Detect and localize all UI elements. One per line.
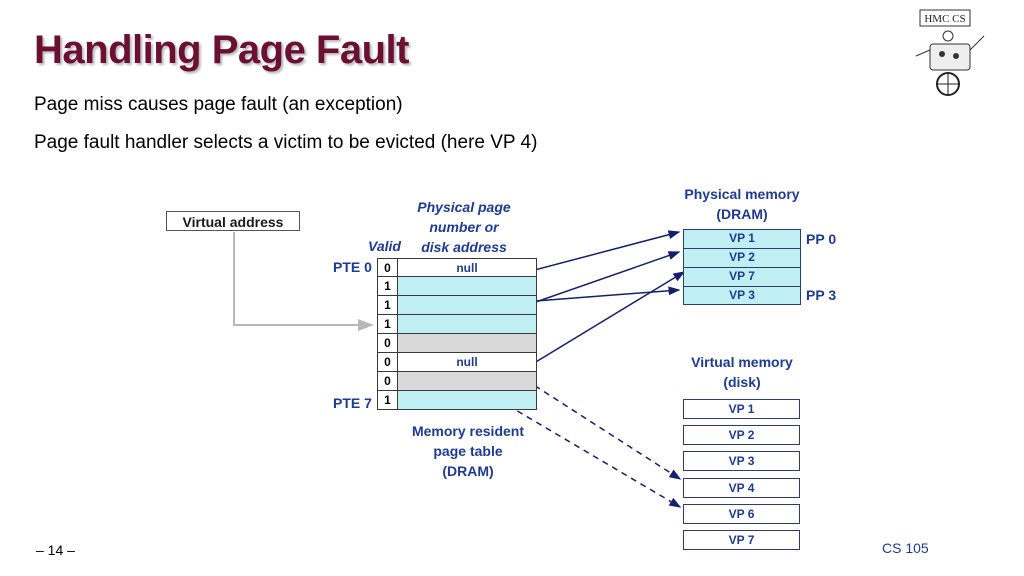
- virtual-memory-title: Virtual memory (disk): [672, 352, 812, 392]
- bullet-1: Page miss causes page fault (an exceptio…: [34, 94, 403, 115]
- pte-addr: [398, 315, 537, 333]
- pp0-label: PP 0: [806, 231, 837, 247]
- pte-row-1: 1: [377, 277, 537, 296]
- pte-valid: 0: [377, 372, 398, 390]
- pte-valid: 1: [377, 391, 398, 409]
- page-title: Handling Page Fault: [34, 28, 409, 72]
- pte-addr: [398, 334, 537, 352]
- pte4-to-disk-vp3-arrow: [469, 343, 682, 480]
- pte-row-2: 1: [377, 296, 537, 315]
- virtual-address-box: Virtual address: [166, 211, 300, 231]
- pte-row-3: 1: [377, 315, 537, 334]
- hmc-cs-logo: HMC CS: [908, 6, 988, 98]
- caption-line: Memory resident: [411, 423, 525, 439]
- pte-row-4: 0: [377, 334, 537, 353]
- pm-page: VP 2: [683, 248, 801, 267]
- pte-addr: null: [398, 353, 537, 371]
- pm-title-line: (DRAM): [716, 206, 768, 222]
- disk-page: VP 4: [683, 478, 800, 498]
- pt-addr-header-line: disk address: [421, 239, 507, 255]
- vm-title-line: Virtual memory: [691, 354, 793, 370]
- disk-page: VP 7: [683, 530, 800, 550]
- page-number: – 14 –: [36, 542, 75, 558]
- page-table-caption: Memory resident page table (DRAM): [398, 421, 538, 481]
- course-label: CS 105: [882, 540, 929, 556]
- pt-addr-header-line: Physical page: [417, 199, 511, 215]
- pm-page: VP 3: [683, 286, 801, 305]
- pte-valid: 0: [377, 259, 398, 276]
- pt-addr-header: Physical page number or disk address: [404, 197, 524, 257]
- pte-valid: 0: [377, 353, 398, 371]
- pte-row-7: 1: [377, 391, 537, 410]
- pte6-to-disk-vp4-arrow: [469, 382, 682, 508]
- pte-valid: 1: [377, 296, 398, 314]
- pte-valid: 1: [377, 315, 398, 333]
- pte-valid: 1: [377, 277, 398, 295]
- pm-page: VP 1: [683, 229, 801, 248]
- pte-valid: 0: [377, 334, 398, 352]
- logo-text: HMC CS: [924, 13, 965, 25]
- pte-addr: [398, 372, 537, 390]
- pte0-label: PTE 0: [333, 259, 372, 275]
- disk-page: VP 1: [683, 399, 800, 419]
- pt-addr-header-line: number or: [429, 219, 499, 235]
- pte-row-6: 0: [377, 372, 537, 391]
- pte-addr: [398, 277, 537, 295]
- pp3-label: PP 3: [806, 287, 837, 303]
- pte-addr: null: [398, 259, 537, 276]
- physical-memory-title: Physical memory (DRAM): [672, 184, 812, 224]
- disk-page: VP 6: [683, 504, 800, 524]
- caption-line: (DRAM): [442, 463, 494, 479]
- pte-addr: [398, 296, 537, 314]
- va-to-pte-arrow: [233, 232, 374, 331]
- pte7-label: PTE 7: [333, 395, 372, 411]
- pte-addr: [398, 391, 537, 409]
- pm-page: VP 7: [683, 267, 801, 286]
- disk-page: VP 3: [683, 451, 800, 471]
- bullet-2: Page fault handler selects a victim to b…: [34, 132, 538, 153]
- disk-page: VP 2: [683, 425, 800, 445]
- pm-title-line: Physical memory: [684, 186, 800, 202]
- physical-memory-block: VP 1 VP 2 VP 7 VP 3: [683, 229, 801, 305]
- caption-line: page table: [433, 443, 503, 459]
- vm-title-line: (disk): [723, 374, 761, 390]
- pt-valid-header: Valid: [368, 238, 401, 254]
